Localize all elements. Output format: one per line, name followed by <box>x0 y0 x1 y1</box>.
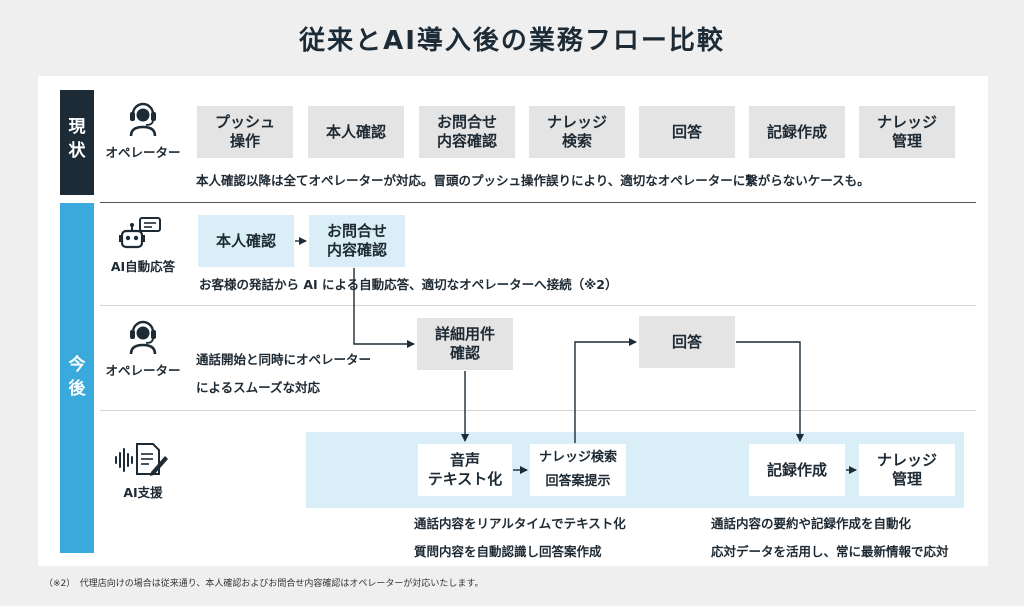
robot-chat-icon <box>118 216 164 252</box>
ai-auto-step-inquiry: お問合せ 内容確認 <box>309 215 405 267</box>
footnote: （※2） 代理店向けの場合は従来通り、本人確認およびお問合せ内容確認はオペレータ… <box>44 579 484 589</box>
arrow-inquiry-to-detail <box>353 268 415 348</box>
operator-step-detail: 詳細用件 確認 <box>417 318 513 370</box>
row-divider-1 <box>100 305 976 306</box>
arrow-answer-to-record <box>736 341 804 442</box>
row-divider-2 <box>100 410 976 411</box>
voice-document-icon <box>113 440 169 478</box>
section-divider <box>100 202 976 203</box>
section-future-label: 今 後 <box>68 355 86 399</box>
section-future-bar: 今 後 <box>60 203 94 553</box>
ai-auto-note: お客様の発話から AI による自動応答、適切なオペレーターへ接続（※2） <box>199 277 618 292</box>
future-role-operator: オペレーター <box>105 363 181 378</box>
ai-support-step-knowledge-manage: ナレッジ 管理 <box>859 444 955 496</box>
ai-support-step-stt: 音声 テキスト化 <box>418 444 512 496</box>
arrow-knowledge-to-answer <box>574 338 637 443</box>
current-step-record: 記録作成 <box>749 106 845 158</box>
ai-support-note-right: 通話内容の要約や記録作成を自動化 応対データを活用し、常に最新情報で応対 <box>711 516 949 559</box>
page-title: 従来とAI導入後の業務フロー比較 <box>299 26 725 56</box>
future-role-ai-auto: AI自動応答 <box>110 259 176 274</box>
section-current-bar: 現 状 <box>60 90 94 195</box>
current-role-operator: オペレーター <box>105 145 181 160</box>
current-step-knowledge-manage: ナレッジ 管理 <box>859 106 955 158</box>
current-step-knowledge-search: ナレッジ 検索 <box>529 106 625 158</box>
ai-support-step-record: 記録作成 <box>749 444 845 496</box>
operator-note: 通話開始と同時にオペレーター によるスムーズな対応 <box>196 352 372 395</box>
ai-support-note-left: 通話内容をリアルタイムでテキスト化 質問内容を自動認識し回答案作成 <box>414 516 626 559</box>
operator-step-answer: 回答 <box>639 316 735 368</box>
future-role-ai-support: AI支援 <box>123 485 163 500</box>
current-step-identity: 本人確認 <box>308 106 404 158</box>
operator-headset-icon <box>126 98 160 138</box>
current-step-inquiry: お問合せ 内容確認 <box>419 106 515 158</box>
ai-auto-step-identity: 本人確認 <box>198 215 294 267</box>
ai-support-step-knowledge: ナレッジ検索 回答案提示 <box>530 444 626 496</box>
section-current-label: 現 状 <box>68 117 86 161</box>
operator-headset-icon <box>126 316 160 356</box>
current-step-push: プッシュ 操作 <box>197 106 293 158</box>
current-step-answer: 回答 <box>639 106 735 158</box>
current-note: 本人確認以降は全てオペレーターが対応。冒頭のプッシュ操作誤りにより、適切なオペレ… <box>196 173 870 188</box>
